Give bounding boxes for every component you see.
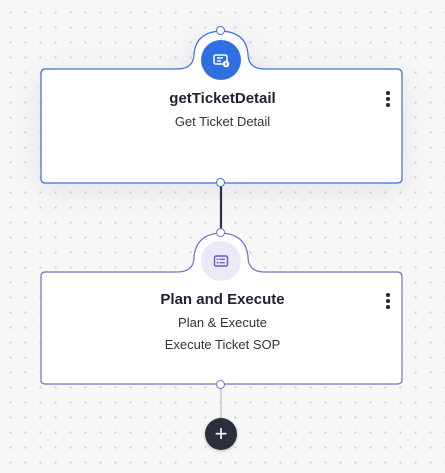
add-step-button[interactable]: + xyxy=(205,418,237,450)
node-icon-badge xyxy=(201,241,241,281)
kebab-dot xyxy=(386,293,390,297)
node-title: Plan and Execute xyxy=(160,291,285,308)
kebab-dot xyxy=(386,91,390,95)
input-port[interactable] xyxy=(216,228,225,237)
output-port[interactable] xyxy=(216,380,225,389)
node-card-shape-get-ticket-detail[interactable] xyxy=(40,30,403,184)
node-title: getTicketDetail xyxy=(169,90,276,107)
node-icon-badge xyxy=(201,40,241,80)
node-more-options-button[interactable] xyxy=(381,290,395,312)
output-port[interactable] xyxy=(216,178,225,187)
node-card-shape-plan-and-execute[interactable] xyxy=(40,232,403,385)
kebab-dot xyxy=(386,305,390,309)
input-port[interactable] xyxy=(216,26,225,35)
node-subtitle: Plan & Execute xyxy=(178,315,267,330)
workflow-node-plan-and-execute[interactable]: Plan and Execute Plan & Execute Execute … xyxy=(0,225,445,390)
workflow-node-get-ticket-detail[interactable]: getTicketDetail Get Ticket Detail xyxy=(0,0,445,190)
node-subtitle: Get Ticket Detail xyxy=(174,114,271,129)
node-more-options-button[interactable] xyxy=(381,88,395,110)
node-description: Execute Ticket SOP xyxy=(164,337,281,352)
kebab-dot xyxy=(386,103,390,107)
list-card-icon xyxy=(213,255,229,267)
ticket-icon xyxy=(213,54,230,68)
plus-icon: + xyxy=(214,421,228,446)
kebab-dot xyxy=(386,299,390,303)
kebab-dot xyxy=(386,97,390,101)
